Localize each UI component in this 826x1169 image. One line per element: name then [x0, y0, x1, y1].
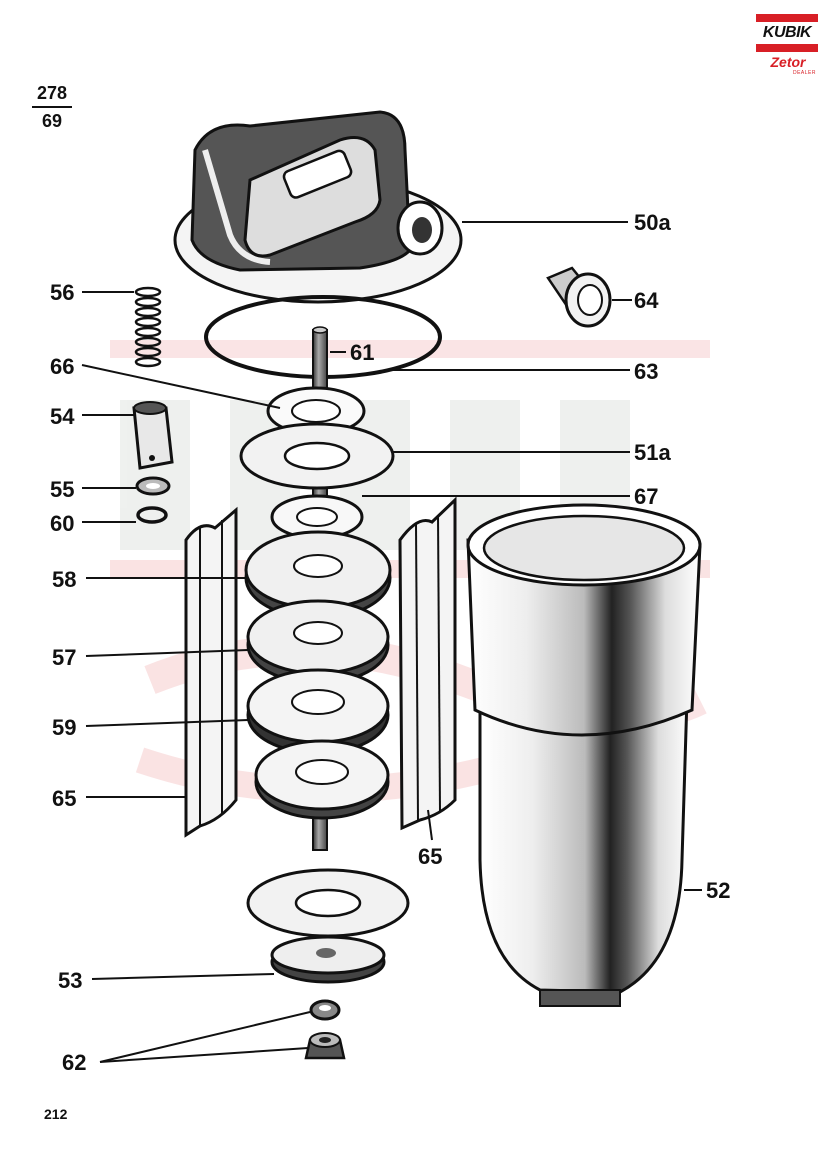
lock-washer	[309, 999, 341, 1021]
logo-bar-top	[756, 14, 818, 22]
label-65-left: 65	[52, 786, 76, 811]
strainer-strip-right	[398, 496, 457, 831]
page-number: 212	[44, 1106, 68, 1122]
nut	[304, 1032, 346, 1060]
filter-cover	[173, 110, 463, 304]
label-51a: 51a	[634, 440, 671, 465]
logo-brand-bottom: Zetor	[770, 54, 806, 70]
logo-bar-middle	[756, 44, 818, 52]
figure-reference-bottom: 69	[41, 111, 63, 131]
label-53: 53	[58, 968, 82, 993]
label-63: 63	[634, 359, 658, 384]
figure-reference-top: 278	[32, 82, 72, 108]
label-67: 67	[634, 484, 658, 509]
label-65-right: 65	[418, 844, 442, 869]
brand-logo: KUBIK Zetor DEALER	[756, 14, 818, 76]
label-52: 52	[706, 878, 730, 903]
part-labels: 50a 64 56 61 66 63 54 51a 55 67 60 58 57…	[50, 210, 730, 1075]
leader-lines	[81, 221, 702, 1063]
logo-brand-top: KUBIK	[762, 24, 812, 41]
base-washer	[270, 935, 386, 984]
spring	[134, 286, 162, 368]
figure-reference: 278 69	[32, 82, 72, 132]
label-66: 66	[50, 354, 74, 379]
label-56: 56	[50, 280, 74, 305]
label-62: 62	[62, 1050, 86, 1075]
label-59: 59	[52, 715, 76, 740]
label-58: 58	[52, 567, 76, 592]
spacer-washer	[270, 494, 364, 540]
label-50a: 50a	[634, 210, 671, 235]
valve-sleeve	[132, 401, 174, 470]
label-64: 64	[634, 288, 659, 313]
logo-brand-small: DEALER	[792, 70, 816, 76]
label-61: 61	[350, 340, 374, 365]
label-54: 54	[50, 404, 75, 429]
bottom-plate	[246, 868, 410, 938]
filter-bowl	[466, 503, 702, 1007]
label-57: 57	[52, 645, 76, 670]
filter-disc-58	[244, 530, 392, 620]
label-55: 55	[50, 477, 74, 502]
strainer-strip-left	[184, 506, 238, 838]
bushing	[546, 266, 612, 328]
label-60: 60	[50, 511, 74, 536]
small-ring-55	[135, 476, 171, 496]
filter-disc-59	[246, 668, 390, 755]
filter-disc-lower	[254, 739, 390, 820]
small-ring-60	[136, 506, 168, 524]
seal-plate	[239, 422, 395, 490]
filter-disc-57	[246, 599, 390, 685]
